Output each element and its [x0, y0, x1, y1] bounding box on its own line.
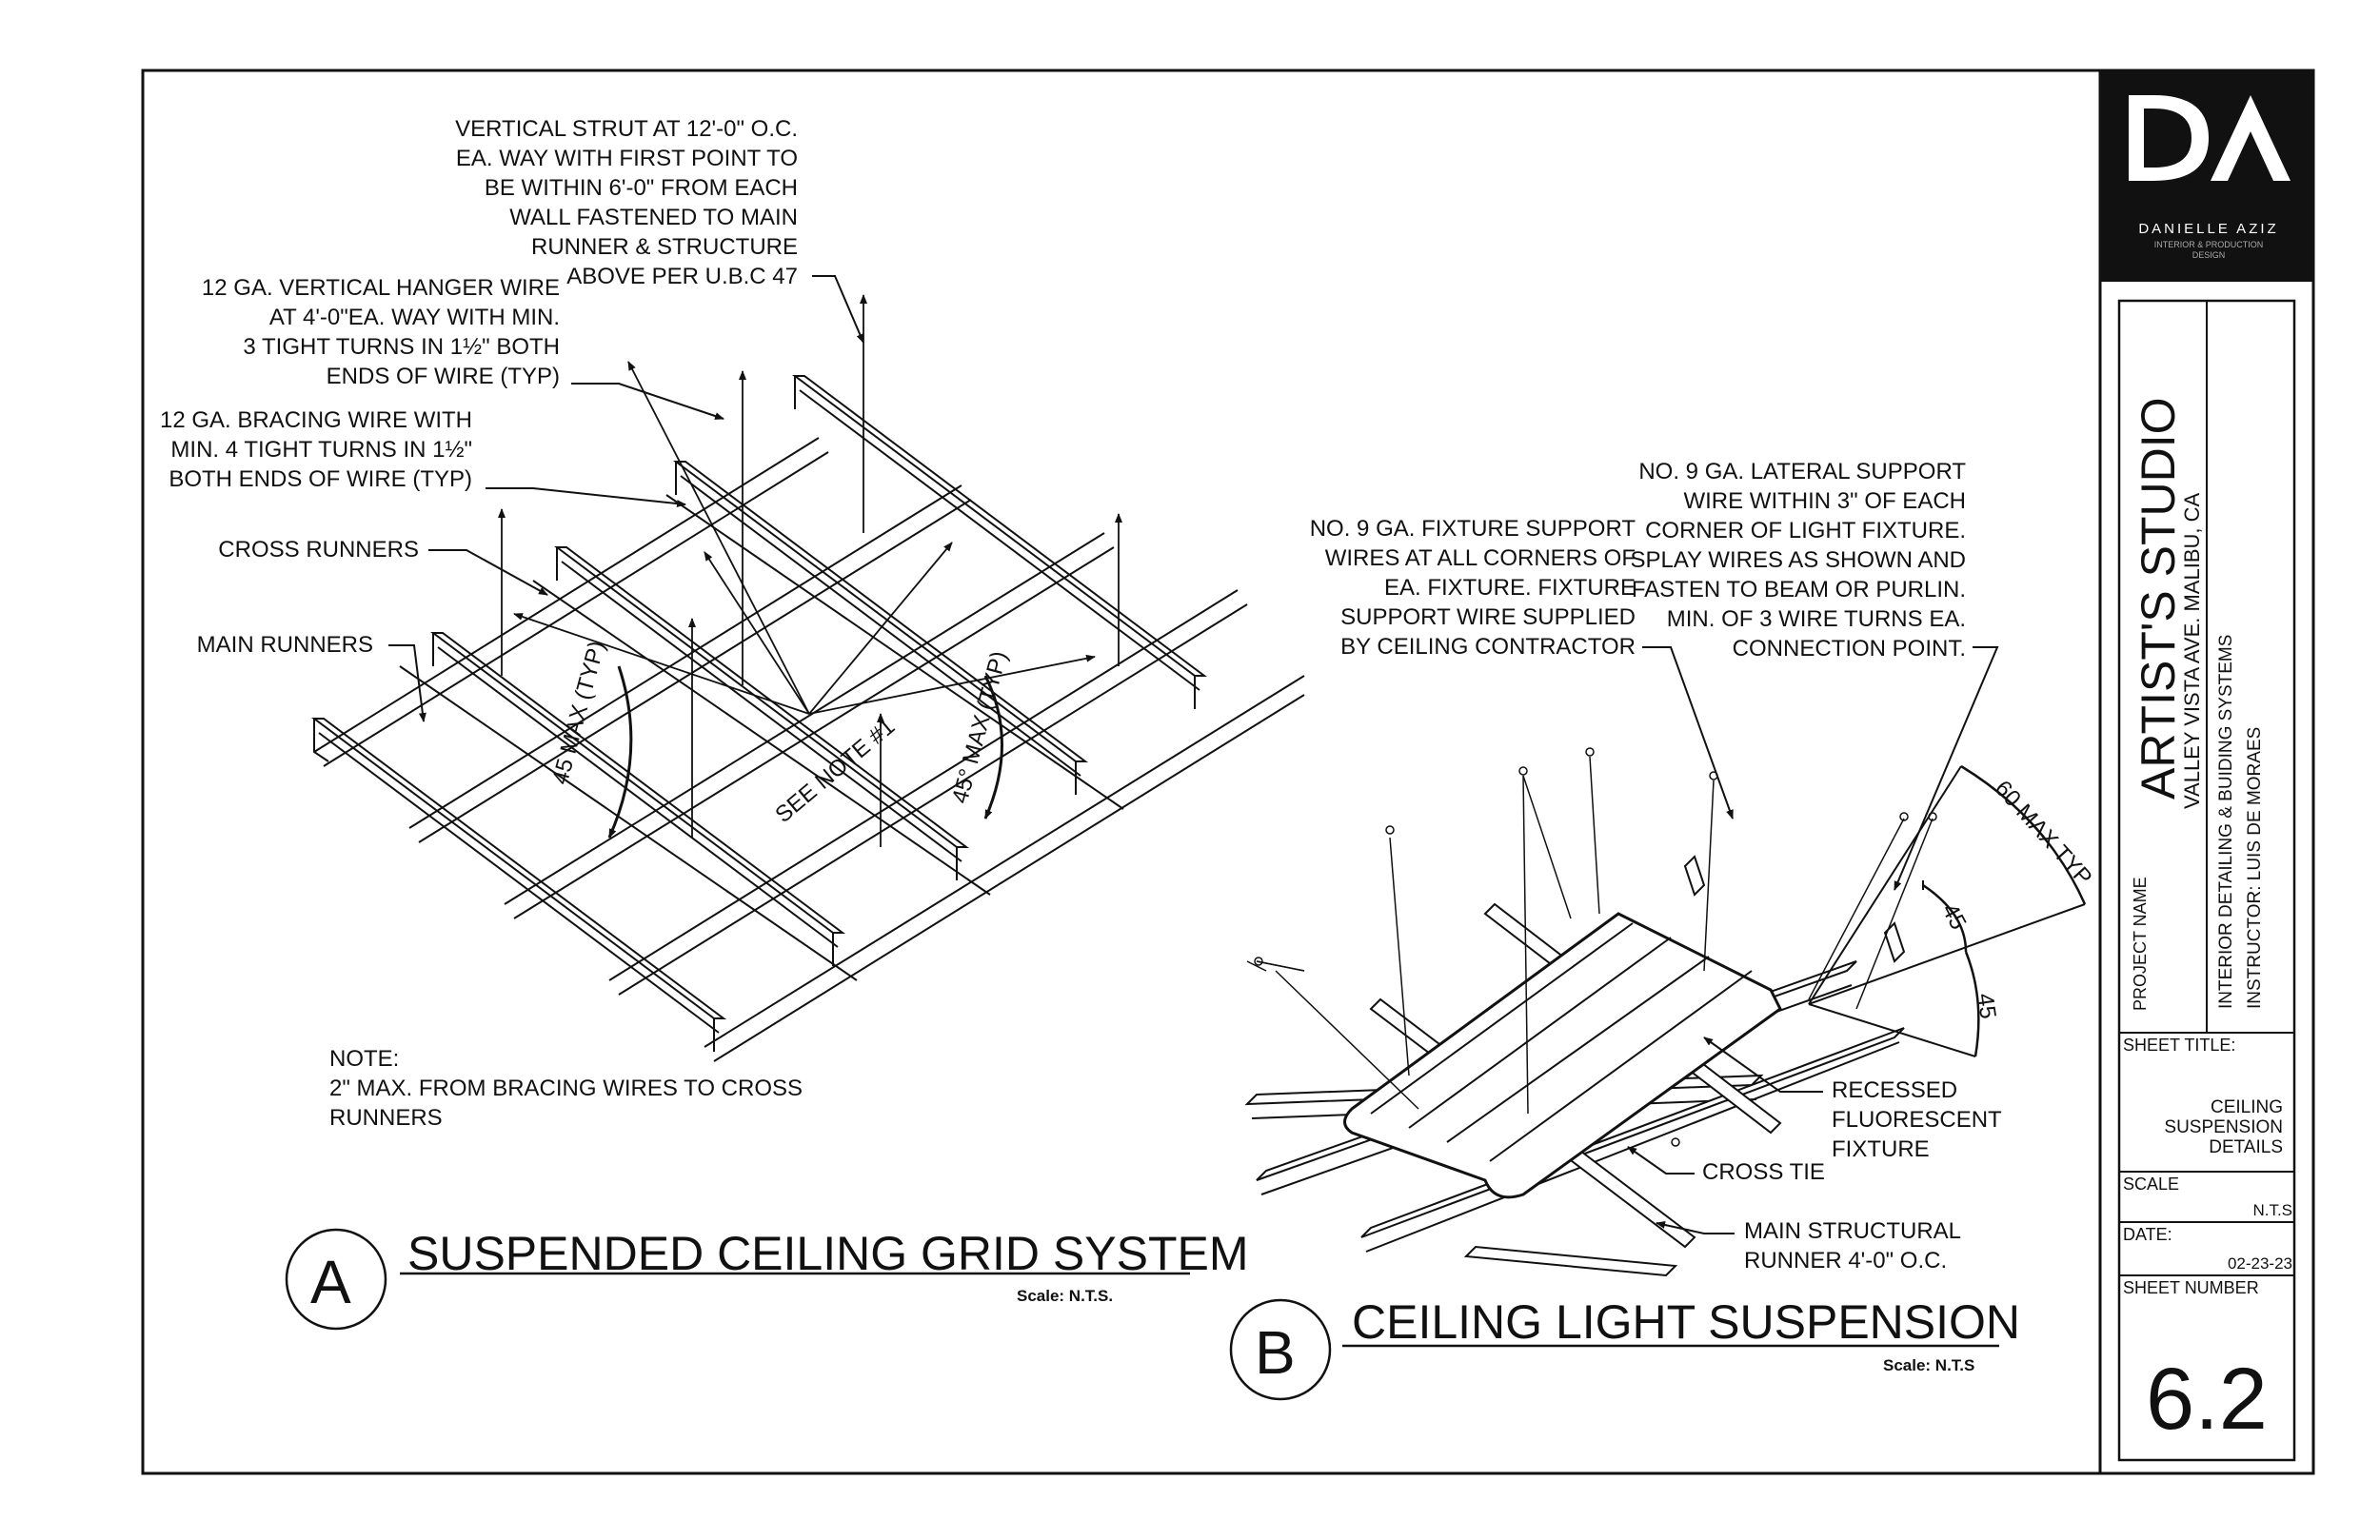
callout-cross-runners: CROSS RUNNERS [218, 537, 419, 563]
sheet-title-label: SHEET TITLE: [2123, 1036, 2236, 1055]
light-fixture-b [1244, 855, 1906, 1277]
logo-name: DANIELLE AZIZ [2138, 221, 2279, 237]
callout-lateral-support: NO. 9 GA. LATERAL SUPPORT WIRE WITHIN 3"… [1630, 459, 1966, 661]
detail-b-title: CEILING LIGHT SUSPENSION [1352, 1295, 2021, 1349]
callout-hanger-wire: 12 GA. VERTICAL HANGER WIRE AT 4'-0"EA. … [201, 275, 560, 389]
detail-a-marker: A [310, 1248, 351, 1316]
angle-arcs-a [607, 665, 1003, 839]
detail-b-scale: Scale: N.T.S [1883, 1356, 1975, 1374]
detail-markers [285, 1228, 1999, 1401]
callout-bracing-wire: 12 GA. BRACING WIRE WITH MIN. 4 TIGHT TU… [159, 407, 472, 492]
scale-value: N.T.S [2252, 1201, 2292, 1219]
scale-label: SCALE [2123, 1175, 2180, 1194]
detail-a-title: SUSPENDED CEILING GRID SYSTEM [407, 1227, 1249, 1280]
project-name: ARTIST'S STUDIO [2132, 397, 2185, 800]
callout-cross-tie: CROSS TIE [1702, 1159, 1825, 1185]
date-value: 02-23-23 [2227, 1254, 2292, 1273]
detail-a-scale: Scale: N.T.S. [1017, 1287, 1114, 1305]
detail-b-marker: B [1255, 1318, 1296, 1387]
callout-recessed-fixture: RECESSED FLUORESCENT FIXTURE [1832, 1077, 2002, 1162]
t-bar-ends [313, 376, 1196, 1052]
date-label: DATE: [2123, 1225, 2172, 1244]
logo-mark [2129, 95, 2291, 181]
sheet-title: CEILING SUSPENSION DETAILS [2164, 1097, 2283, 1157]
hanger-wires-a [498, 294, 1122, 847]
support-wires-b [1246, 747, 1937, 1147]
project-address: VALLEY VISTA AVE. MALIBU, CA [2180, 492, 2204, 809]
logo-tagline: INTERIOR & PRODUCTION DESIGN [2153, 240, 2264, 260]
sheet-number: 6.2 [2146, 1351, 2268, 1448]
project-name-label: PROJECT NAME [2131, 877, 2150, 1011]
cross-runners [313, 437, 1305, 1062]
instructor-name: INSTRUCTOR: LUIS DE MORAES [2245, 726, 2265, 1009]
callout-main-runners: MAIN RUNNERS [196, 632, 373, 658]
callout-fixture-support: NO. 9 GA. FIXTURE SUPPORT WIRES AT ALL C… [1309, 516, 1636, 660]
main-runners [311, 375, 1207, 1034]
callout-main-structural: MAIN STRUCTURAL RUNNER 4'-0" O.C. [1744, 1218, 1962, 1273]
callout-vertical-strut: VERTICAL STRUT AT 12'-0" O.C. EA. WAY WI… [455, 116, 798, 289]
course-name: INTERIOR DETAILING & BUIDING SYSTEMS [2216, 634, 2236, 1009]
angle-label-45b: 45 [1972, 992, 2001, 1021]
ceiling-grid-a [311, 375, 1305, 1062]
sheet-number-label: SHEET NUMBER [2123, 1278, 2259, 1297]
leaders-a [388, 275, 864, 722]
dimension-arcs-b [1808, 764, 2087, 1057]
sheet-border [141, 69, 2315, 1475]
note-a: NOTE: 2" MAX. FROM BRACING WIRES TO CROS… [329, 1046, 803, 1131]
leaders-b [1627, 646, 1999, 1234]
